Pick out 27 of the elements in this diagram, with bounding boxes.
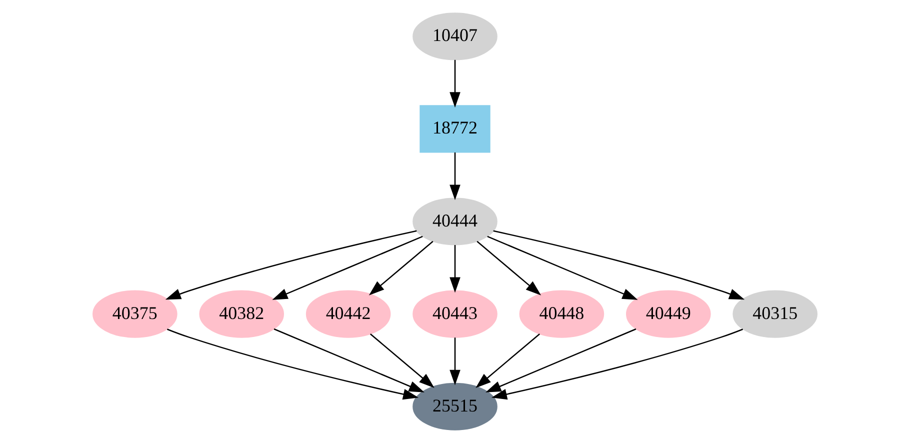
node-ellipse: 40449 xyxy=(626,290,711,338)
node-ellipse: 40444 xyxy=(412,198,498,246)
node-ellipse: 40443 xyxy=(412,290,498,338)
node-ellipse: 40382 xyxy=(199,290,284,338)
node-ellipse: 40442 xyxy=(306,290,391,338)
node-box: 18772 xyxy=(420,105,490,153)
node-ellipse: 40375 xyxy=(92,290,178,338)
arrow xyxy=(272,236,423,300)
arrow xyxy=(476,240,542,296)
arrow xyxy=(450,245,460,293)
arrow xyxy=(493,230,745,300)
arrow xyxy=(450,60,460,108)
arrow xyxy=(165,230,417,300)
node-ellipse: 25515 xyxy=(412,382,498,430)
arrow xyxy=(486,328,636,392)
arrow xyxy=(368,240,434,296)
node-ellipse: 40315 xyxy=(732,290,818,338)
arrow xyxy=(491,328,744,400)
arrow xyxy=(450,338,460,386)
node-ellipse: 40448 xyxy=(519,290,604,338)
arrow xyxy=(166,328,419,400)
arrow xyxy=(450,152,460,200)
node-ellipse: 10407 xyxy=(412,12,498,60)
arrow xyxy=(370,333,434,388)
arrow xyxy=(274,328,424,392)
arrow xyxy=(476,333,540,388)
arrow xyxy=(487,236,638,300)
